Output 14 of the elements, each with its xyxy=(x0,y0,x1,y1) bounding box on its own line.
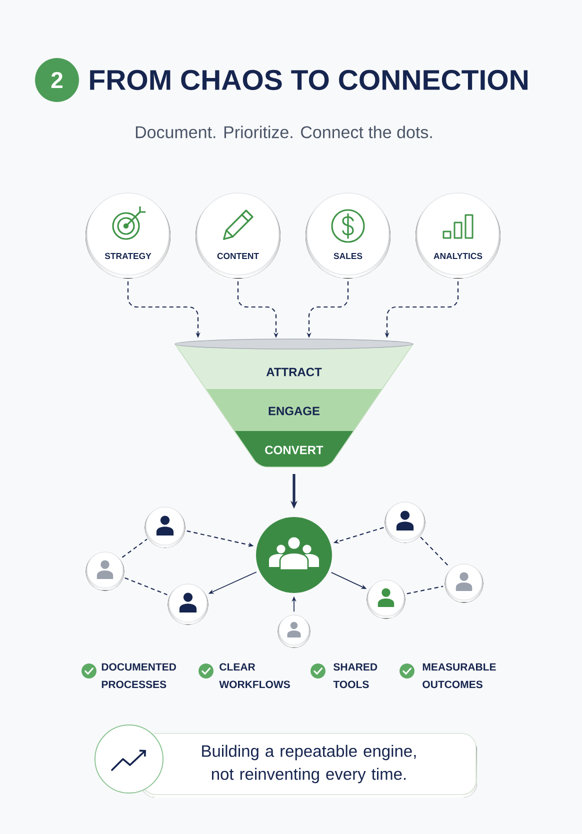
funnel xyxy=(174,338,414,468)
connector-line xyxy=(124,577,168,596)
title: FROM CHAOS TO CONNECTION xyxy=(90,70,528,90)
subtitle: Document. Prioritize. Connect the dots. xyxy=(136,126,432,138)
number-badge: 2 xyxy=(35,58,79,102)
checklist-item: DOCUMENTED PROCESSES xyxy=(102,663,176,688)
funnel-band: CONVERT xyxy=(234,431,354,467)
checklist-item: CLEAR WORKFLOWS xyxy=(219,663,290,688)
connector-line xyxy=(406,586,444,594)
connector-line xyxy=(420,536,450,568)
checklist-item: SHARED TOOLS xyxy=(333,663,378,688)
connector-line xyxy=(122,538,148,558)
checklist-item: MEASURABLE OUTCOMES xyxy=(422,663,496,688)
funnel-band: ENGAGE xyxy=(206,389,382,431)
